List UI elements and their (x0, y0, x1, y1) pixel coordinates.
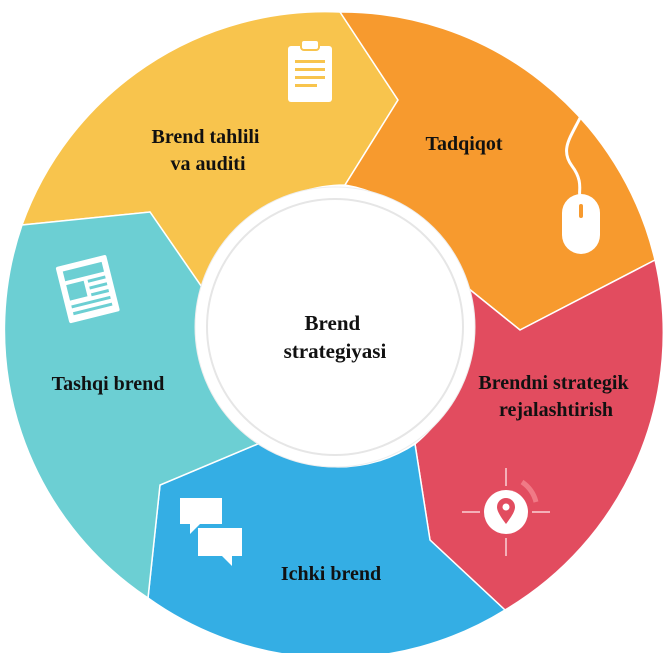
segment-tadqiqot-label: Tadqiqot (425, 133, 502, 155)
chat-bubbles-icon (180, 498, 242, 566)
segment-ichki-label: Ichki brend (281, 563, 381, 585)
segment-brend-tahlili-label: Brend tahlili va auditi (152, 126, 265, 175)
clipboard-icon (288, 39, 332, 102)
segment-strategik: Brendni strategik rejalashtirish (414, 258, 665, 611)
segment-ichki: Ichki brend (147, 442, 507, 653)
newspaper-icon (55, 255, 120, 324)
mouse-icon (562, 117, 600, 254)
center-hub: Brend strategiyasi (194, 186, 476, 468)
segment-strategik-label: Brendni strategik rejalashtirish (478, 372, 633, 421)
segment-ichki-shape (147, 442, 507, 653)
center-label: Brend strategiyasi (284, 311, 387, 363)
segment-tashqi-label: Tashqi brend (52, 373, 165, 395)
center-hub-disc (206, 198, 464, 456)
segment-tadqiqot: Tadqiqot (338, 11, 656, 331)
segment-brend-tahlili: Brend tahlili va auditi (20, 10, 399, 298)
location-pin-icon (462, 468, 550, 556)
